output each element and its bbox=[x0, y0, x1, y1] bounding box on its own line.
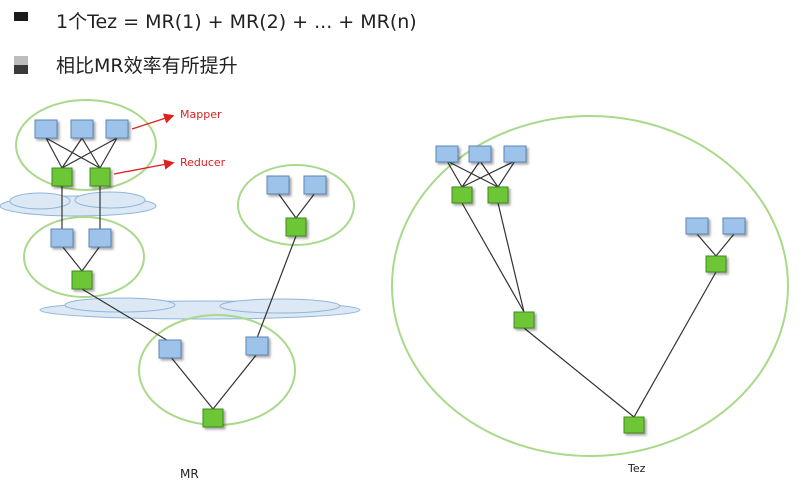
reducer-node bbox=[89, 167, 111, 187]
bullet-item-1: 1个Tez = MR(1) + MR(2) + ... + MR(n) bbox=[14, 7, 417, 34]
mapper-node bbox=[468, 145, 492, 163]
tez-group-circle bbox=[391, 115, 789, 457]
mapper-node bbox=[88, 228, 112, 248]
bullet-text-1: 1个Tez = MR(1) + MR(2) + ... + MR(n) bbox=[56, 11, 417, 33]
mr-caption: MR bbox=[180, 467, 199, 481]
mapper-node bbox=[158, 339, 182, 359]
reducer-node bbox=[285, 217, 307, 237]
mapper-node bbox=[503, 145, 527, 163]
tez-caption: Tez bbox=[627, 462, 646, 475]
mr-group-circle-3 bbox=[237, 164, 355, 246]
reducer-node bbox=[705, 255, 727, 273]
mr-group-circle-1 bbox=[15, 99, 157, 191]
reducer-node bbox=[51, 167, 73, 187]
mapper-arrow bbox=[131, 113, 175, 130]
mapper-node bbox=[50, 228, 74, 248]
mapper-node bbox=[70, 119, 94, 139]
cloud-storage-2 bbox=[39, 297, 361, 320]
mapper-node bbox=[435, 145, 459, 163]
reducer-arrow bbox=[113, 159, 175, 175]
bullet-item-2: 相比MR效率有所提升 bbox=[14, 51, 238, 78]
reducer-node bbox=[623, 416, 645, 434]
bullet-square-icon bbox=[14, 11, 28, 30]
reducer-node bbox=[202, 408, 224, 428]
edge-lines bbox=[45, 137, 735, 418]
mapper-node bbox=[303, 175, 327, 195]
mapper-node bbox=[34, 119, 58, 139]
reducer-node bbox=[487, 186, 509, 204]
mapper-label: Mapper bbox=[180, 108, 222, 121]
reducer-node bbox=[71, 270, 93, 290]
reducer-nodes bbox=[51, 167, 727, 434]
mapper-nodes bbox=[34, 119, 746, 359]
bullet-text-2: 相比MR效率有所提升 bbox=[56, 55, 238, 77]
mapper-node bbox=[685, 217, 709, 235]
mapper-node bbox=[266, 175, 290, 195]
mapper-node bbox=[245, 336, 269, 356]
bullet-square-icon bbox=[14, 55, 28, 74]
mapper-node bbox=[722, 217, 746, 235]
reducer-node bbox=[451, 186, 473, 204]
reducer-node bbox=[513, 311, 535, 329]
reducer-label: Reducer bbox=[180, 156, 226, 169]
cloud-storage-1 bbox=[0, 191, 157, 217]
mr-group-circle-2 bbox=[23, 216, 145, 298]
mapper-node bbox=[105, 119, 129, 139]
